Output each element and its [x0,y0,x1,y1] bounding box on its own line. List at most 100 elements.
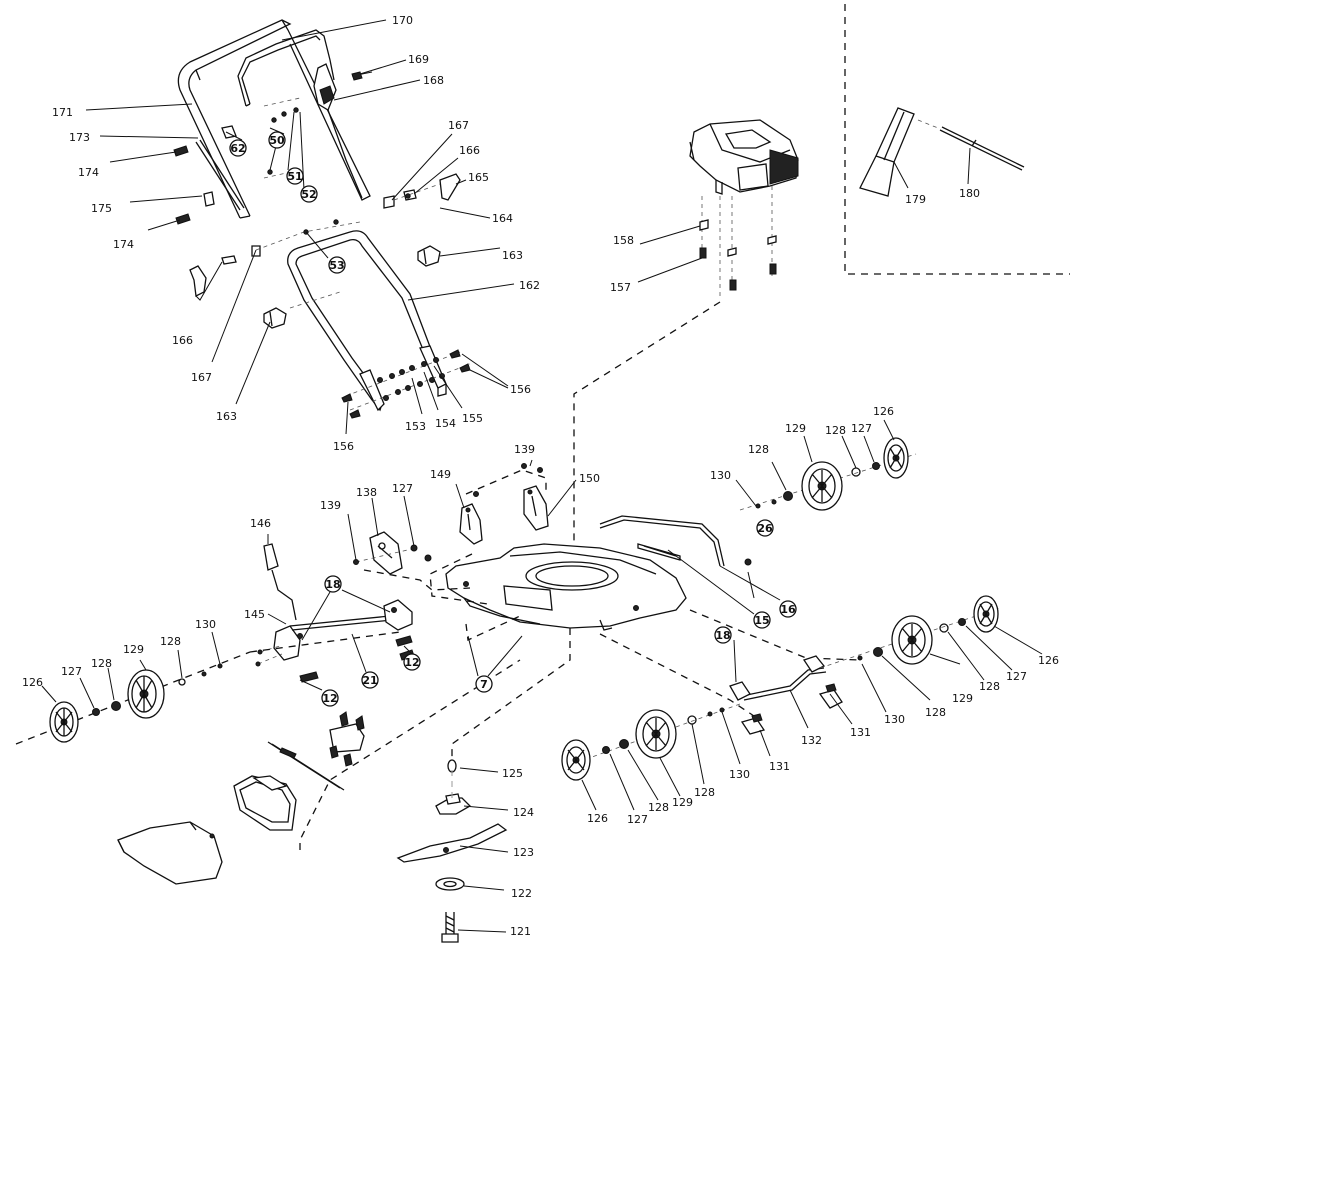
label-169: 169 [408,53,429,66]
label-168: 168 [423,74,444,87]
label-166-right: 166 [459,144,480,157]
label-156-right: 156 [510,383,531,396]
callout-12-right: 12 [403,653,421,671]
label-130-left: 130 [195,618,216,631]
label-128-front-left-b: 128 [648,801,669,814]
callout-53: 53 [328,256,346,274]
mower-deck [445,543,687,631]
label-157: 157 [610,281,631,294]
label-164: 164 [492,212,513,225]
label-129-front-right: 129 [952,692,973,705]
label-173: 173 [69,131,90,144]
label-156-left: 156 [333,440,354,453]
front-axle-rod [599,515,725,567]
label-127-front-right: 127 [1006,670,1027,683]
label-155: 155 [462,412,483,425]
svg-text:21: 21 [362,674,377,687]
label-171: 171 [52,106,73,119]
callout-52: 52 [300,185,318,203]
label-126-rear-right: 126 [873,405,894,418]
svg-text:18: 18 [715,629,730,642]
label-146: 146 [250,517,271,530]
upper-handle [177,19,371,219]
leader-lines [41,19,1043,933]
label-131-left: 131 [769,760,790,773]
wheel-front-left-inner [635,709,677,759]
label-127-rear-right: 127 [851,422,872,435]
label-127-top: 127 [392,482,413,495]
label-150: 150 [579,472,600,485]
handle-knob-right [417,245,441,267]
svg-text:18: 18 [325,578,340,591]
height-bracket-138 [369,531,403,575]
label-149: 149 [430,468,451,481]
svg-text:50: 50 [269,134,285,147]
svg-text:26: 26 [757,522,773,535]
label-129-left: 129 [123,643,144,656]
wheel-front-right-outer [973,595,999,633]
knob-146 [263,543,297,621]
grass-bag-frame [233,775,297,831]
callout-7: 7 [475,675,493,693]
label-163-right: 163 [502,249,523,262]
svg-text:62: 62 [230,142,245,155]
callout-15: 15 [753,611,771,629]
label-126-front-right: 126 [1038,654,1059,667]
label-180: 180 [959,187,980,200]
label-174-bottom: 174 [113,238,134,251]
label-129-front-left: 129 [672,796,693,809]
label-128-front-right-a: 128 [979,680,1000,693]
label-128-front-right-b: 128 [925,706,946,719]
label-162: 162 [519,279,540,292]
label-131-right: 131 [850,726,871,739]
label-126-front-left: 126 [587,812,608,825]
label-138: 138 [356,486,377,499]
label-165: 165 [468,171,489,184]
circled-callouts: 50 62 51 52 53 26 15 16 [229,131,797,707]
label-128-front-left-a: 128 [694,786,715,799]
svg-text:12: 12 [322,692,337,705]
wheel-left-outer [49,701,79,743]
label-130-front-left: 130 [729,768,750,781]
svg-text:12: 12 [404,656,419,669]
wheel-front-left-outer [561,739,591,781]
handle-knob-left [263,307,287,329]
deck-bracket-149 [459,503,483,545]
label-128-rear-right-b: 128 [748,443,769,456]
lower-handle [287,230,447,412]
label-153: 153 [405,420,426,433]
callout-51: 51 [286,167,304,185]
callout-18-left: 18 [324,575,342,593]
label-158: 158 [613,234,634,247]
callout-50: 50 [268,131,286,149]
callout-26: 26 [756,519,774,537]
label-123: 123 [513,846,534,859]
label-139-left: 139 [320,499,341,512]
callout-16: 16 [779,600,797,618]
wheel-rear-right-inner [801,461,843,511]
label-128-left-a: 128 [160,635,181,648]
throttle-lever [313,63,363,199]
callout-12-left: 12 [321,689,339,707]
label-125: 125 [502,767,523,780]
accessory-box [844,4,1070,275]
wheel-rear-right-outer [883,437,909,479]
label-129-rear-right: 129 [785,422,806,435]
blade-stack [396,759,508,943]
svg-text:7: 7 [480,678,488,691]
front-bracket-132 [729,655,843,735]
label-179: 179 [905,193,926,206]
svg-text:53: 53 [329,259,344,272]
label-174-top: 174 [78,166,99,179]
svg-text:52: 52 [301,188,316,201]
label-175: 175 [91,202,112,215]
svg-text:51: 51 [287,170,302,183]
label-126-left: 126 [22,676,43,689]
deck-bracket-150 [523,485,549,531]
svg-text:15: 15 [754,614,769,627]
label-127-front-left: 127 [627,813,648,826]
label-167-left: 167 [191,371,212,384]
label-167-right: 167 [448,119,469,132]
label-128-left-b: 128 [91,657,112,670]
